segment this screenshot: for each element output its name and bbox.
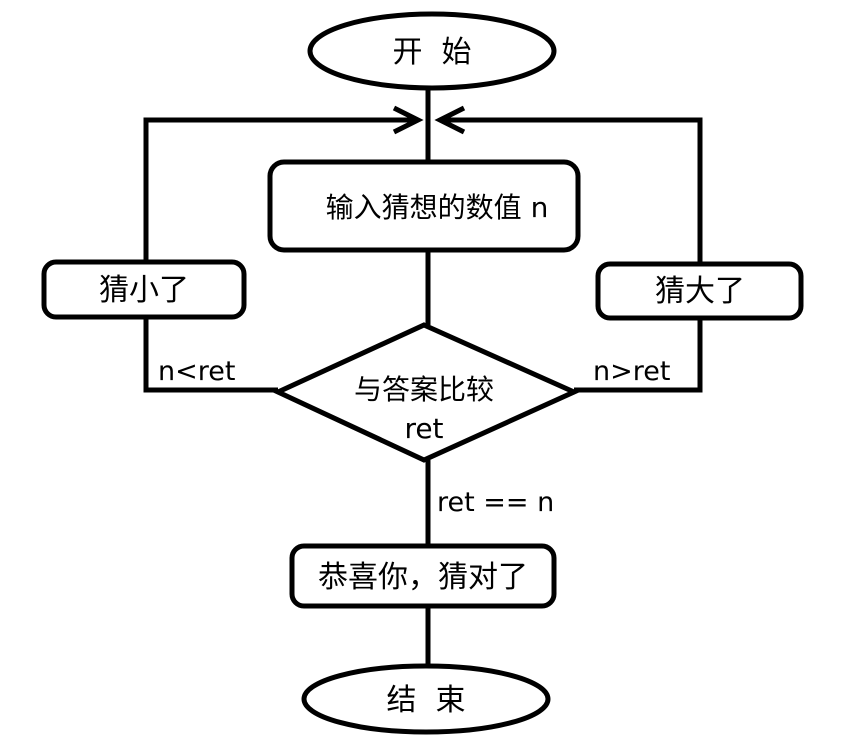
compare-decision xyxy=(272,322,581,463)
edge-label-greater: n>ret xyxy=(593,356,670,387)
compare-label-line1: 与答案比较 xyxy=(354,373,494,406)
end-label: 结 束 xyxy=(386,683,465,718)
correct-label: 恭喜你，猜对了 xyxy=(318,560,528,595)
connector-loop-left xyxy=(143,117,418,393)
input-process-box xyxy=(267,159,581,253)
arrowhead-left-icon xyxy=(392,105,424,135)
start-label: 开 始 xyxy=(392,35,471,70)
arrowhead-right-icon xyxy=(434,105,466,135)
connector-loop-right xyxy=(440,117,703,393)
too-big-label: 猜大了 xyxy=(655,274,745,309)
too-small-box xyxy=(41,259,247,320)
end-terminal xyxy=(301,663,551,735)
edge-label-equal: ret == n xyxy=(437,487,554,518)
compare-label-line2: ret xyxy=(404,412,443,445)
too-small-label: 猜小了 xyxy=(99,273,189,308)
too-big-box xyxy=(595,261,804,321)
start-terminal xyxy=(307,11,557,91)
input-process-label: 输入猜想的数值 n xyxy=(326,191,549,224)
edge-label-less: n<ret xyxy=(158,356,235,387)
correct-box xyxy=(289,543,557,609)
